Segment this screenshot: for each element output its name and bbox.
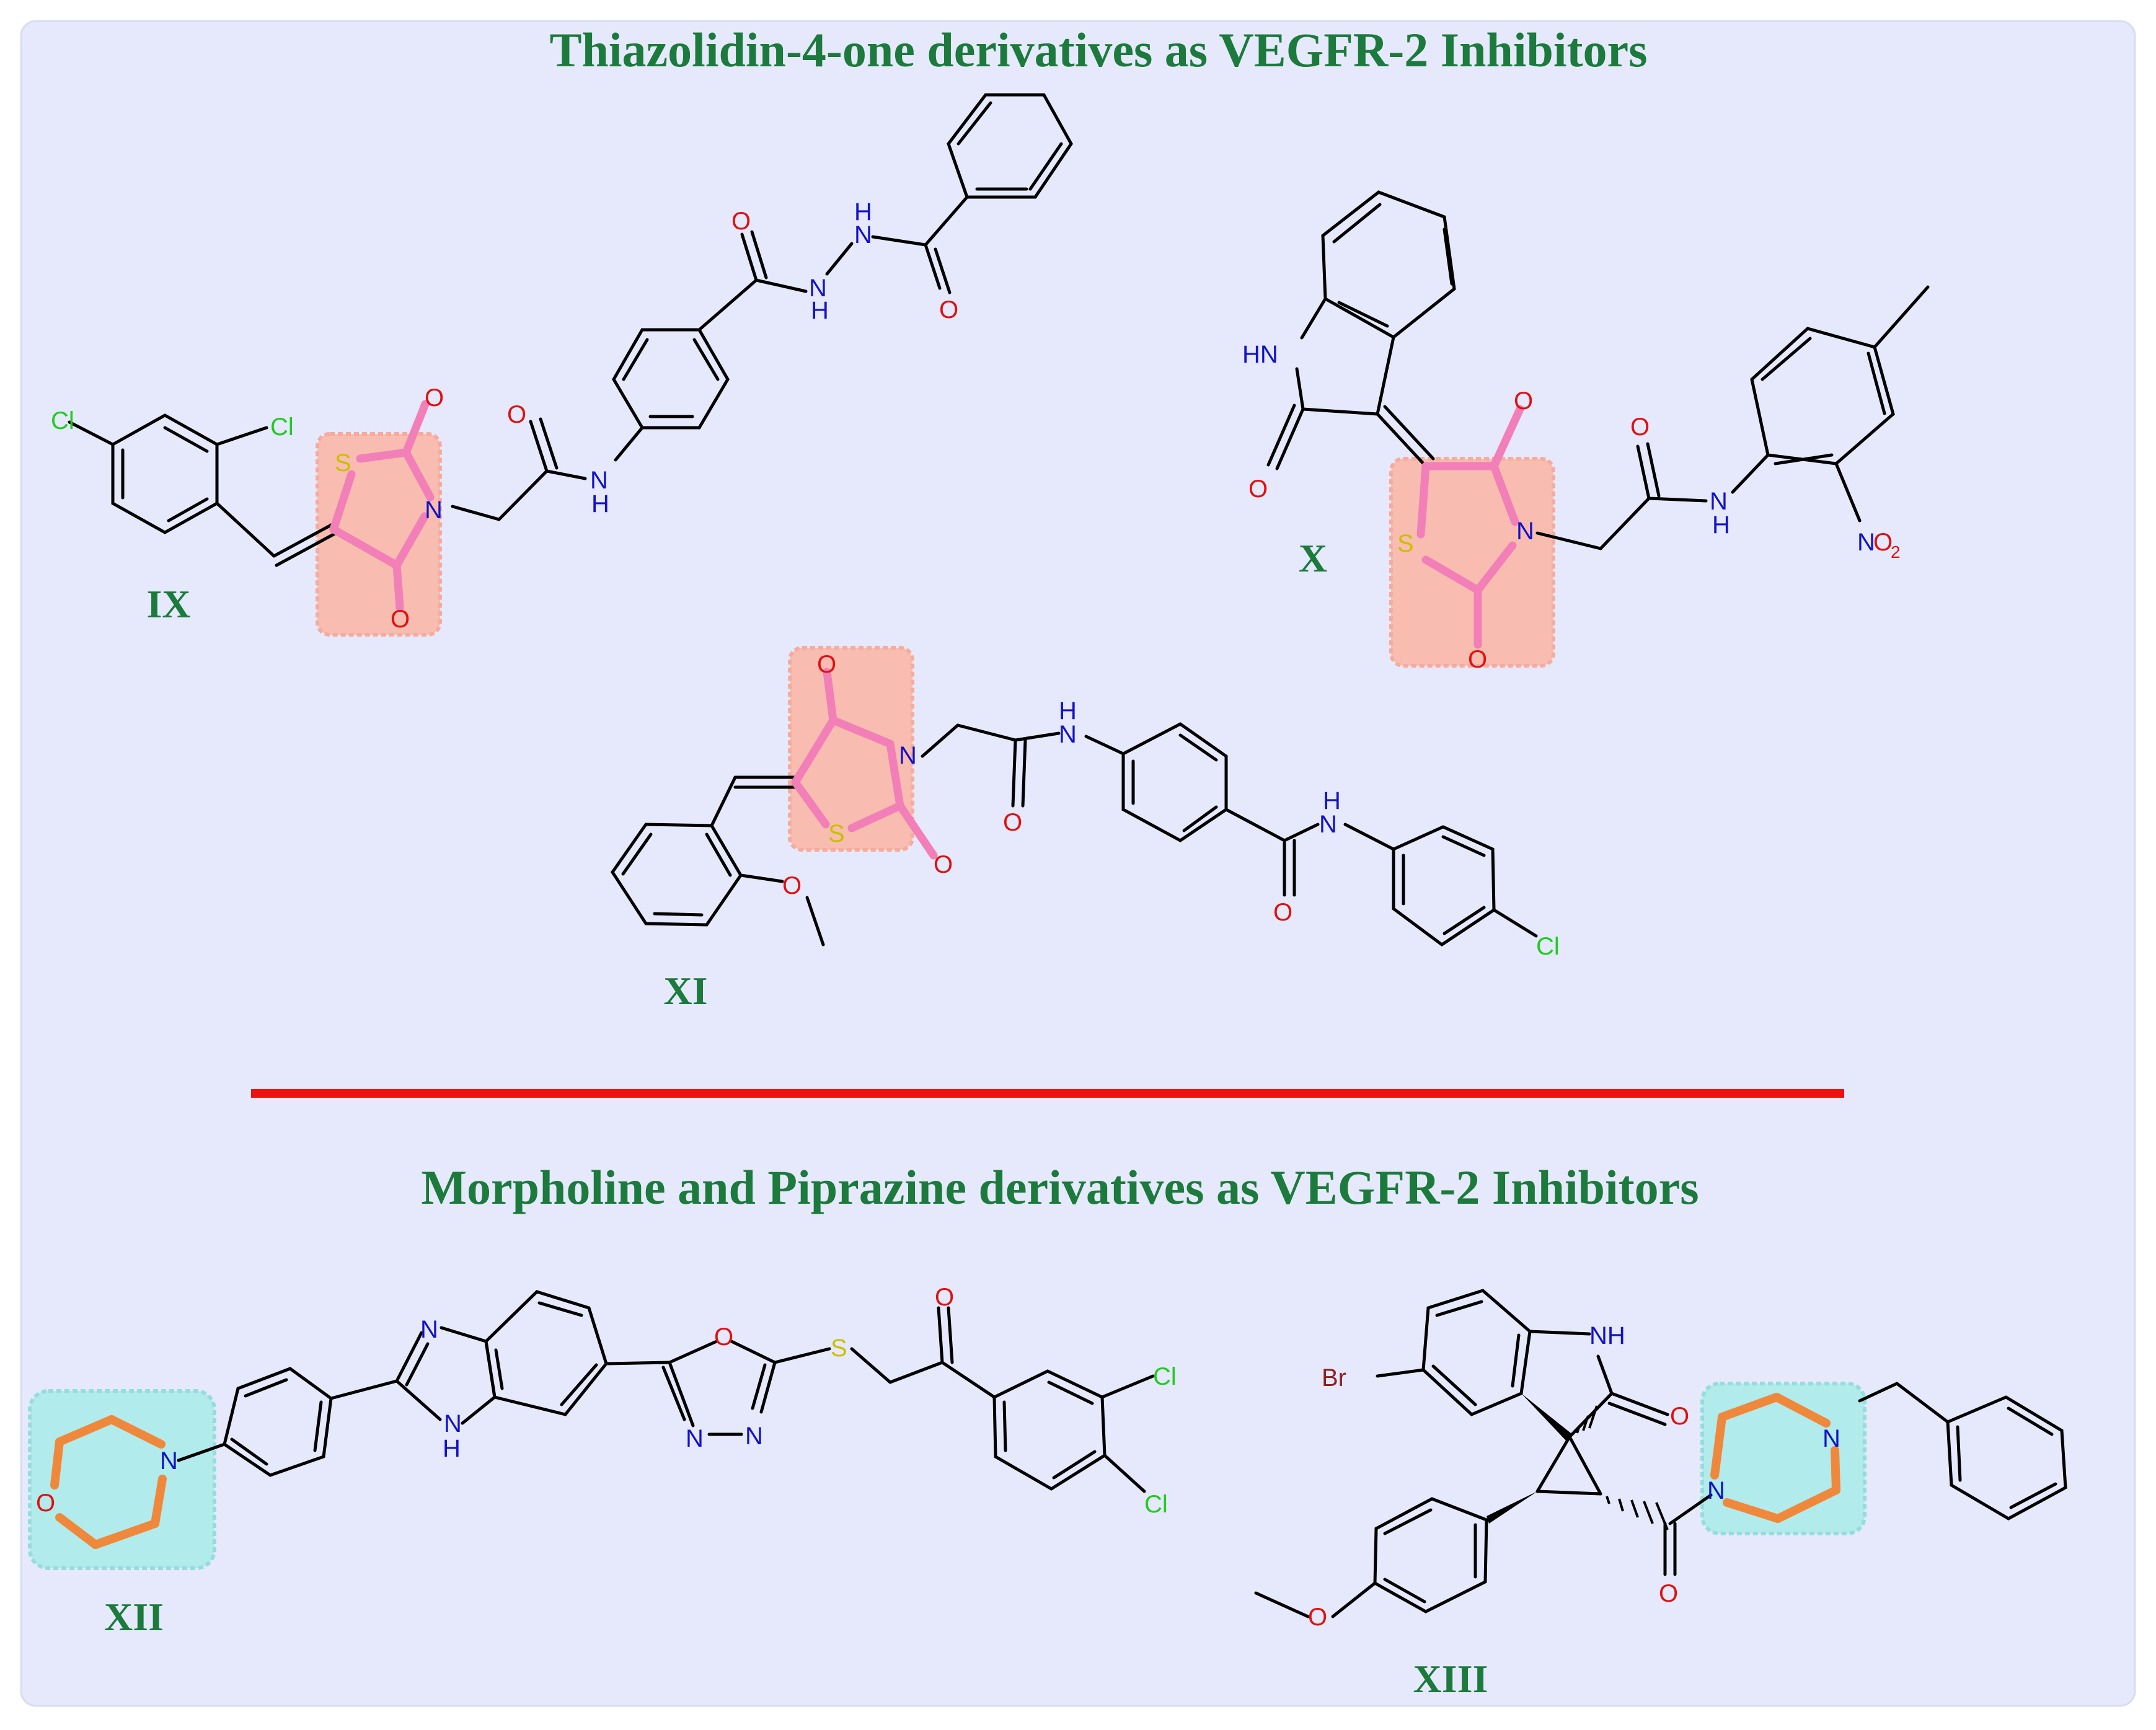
xi-atom-o: O	[817, 651, 836, 678]
ix-atom-s: S	[335, 449, 351, 477]
xi-atom-o: O	[934, 851, 953, 878]
compound-x: HN O O S N O O N H N O 2 X	[1242, 190, 1930, 673]
xiii-atom-n: N	[1822, 1425, 1840, 1452]
xii-atom-nh: N	[444, 1410, 462, 1437]
x-atom-o: O	[1630, 413, 1650, 441]
x-atom-hn: HN	[1242, 341, 1278, 368]
xiii-wedge-bond	[1487, 1491, 1537, 1524]
ix-atom-o: O	[391, 606, 410, 633]
x-atom-nh: N	[1710, 488, 1728, 515]
xi-ring-highlight	[788, 646, 914, 852]
xi-atom-o: O	[1003, 809, 1022, 836]
compound-label-xiii: XIII	[1413, 1657, 1488, 1701]
ix-atom-h: H	[854, 198, 872, 226]
xi-atom-o: O	[782, 872, 802, 899]
x-nitro-subscript: 2	[1891, 542, 1901, 562]
xiii-hash-bond	[1576, 1405, 1669, 1530]
xi-atom-cl: Cl	[1536, 933, 1560, 960]
compound-ix: Cl Cl S N O O O N H O N N H H O IX	[51, 93, 1073, 637]
x-atom-o: O	[1248, 475, 1268, 503]
xiii-atom-br: Br	[1322, 1364, 1346, 1392]
xi-atom-h: H	[1059, 697, 1077, 725]
ix-atom-o: O	[939, 296, 958, 324]
xiii-piperazine-highlight	[1700, 1382, 1867, 1535]
x-nitro-o: O	[1873, 529, 1893, 556]
xii-atom-o: O	[935, 1284, 954, 1311]
xi-atom-n: N	[1319, 811, 1337, 838]
x-atom-n: N	[1516, 518, 1534, 545]
ix-atom-h: H	[591, 490, 609, 518]
xii-atom-s: S	[831, 1335, 847, 1362]
xii-atom-o: O	[36, 1489, 55, 1517]
x-ring-highlight	[1389, 457, 1555, 668]
x-nitro-n: N	[1857, 529, 1875, 556]
xii-atom-n: N	[745, 1423, 763, 1450]
xi-atom-n: N	[1059, 721, 1077, 748]
xi-atom-o: O	[1273, 899, 1292, 926]
compound-label-ix: IX	[146, 582, 190, 626]
xii-atom-n: N	[420, 1316, 438, 1343]
xi-atom-h: H	[1323, 787, 1341, 814]
title-thiazolidinone: Thiazolidin-4-one derivatives as VEGFR-2…	[549, 23, 1647, 77]
x-atom-o: O	[1468, 646, 1487, 673]
ix-atom-cl: Cl	[270, 413, 294, 441]
xi-atom-s: S	[828, 820, 845, 847]
xiii-wedge-bond	[1521, 1393, 1571, 1442]
ix-atom-n: N	[809, 275, 827, 302]
ix-atom-n: N	[590, 467, 608, 494]
compound-xii: N O N N H O N N S O Cl Cl XII	[28, 1284, 1177, 1639]
ix-atom-h: H	[811, 297, 829, 324]
xi-atom-n: N	[899, 742, 917, 769]
xii-atom-h: H	[443, 1435, 461, 1462]
compound-xi: O N S O N H O O N H O Cl XI	[610, 646, 1560, 1013]
compound-label-xii: XII	[104, 1595, 164, 1639]
x-atom-s: S	[1397, 530, 1414, 557]
xii-atom-n: N	[686, 1425, 704, 1452]
xii-atom-cl: Cl	[1144, 1491, 1168, 1518]
compound-label-xi: XI	[663, 969, 707, 1013]
ix-atom-n: N	[854, 221, 872, 249]
xiii-atom-n: N	[1707, 1477, 1725, 1504]
ix-atom-cl: Cl	[51, 407, 74, 435]
compound-xiii: Br NH O N N O O XIII	[1254, 1289, 2067, 1701]
xiii-atom-o: O	[1659, 1580, 1678, 1607]
x-atom-h: H	[1712, 511, 1730, 539]
x-atom-o: O	[1514, 387, 1533, 415]
compound-label-x: X	[1299, 536, 1327, 580]
ix-atom-o: O	[425, 384, 444, 412]
xiii-atom-o: O	[1670, 1403, 1689, 1430]
xiii-atom-nh: NH	[1589, 1322, 1625, 1349]
xiii-atom-o: O	[1308, 1604, 1327, 1631]
xii-atom-n: N	[160, 1447, 178, 1475]
ix-atom-n: N	[425, 496, 443, 524]
ix-atom-o: O	[507, 401, 526, 428]
xii-atom-cl: Cl	[1153, 1363, 1177, 1390]
title-morpholine-piperazine: Morpholine and Piprazine derivatives as …	[421, 1160, 1699, 1214]
ix-atom-o: O	[731, 208, 751, 235]
xii-atom-o: O	[714, 1323, 733, 1351]
